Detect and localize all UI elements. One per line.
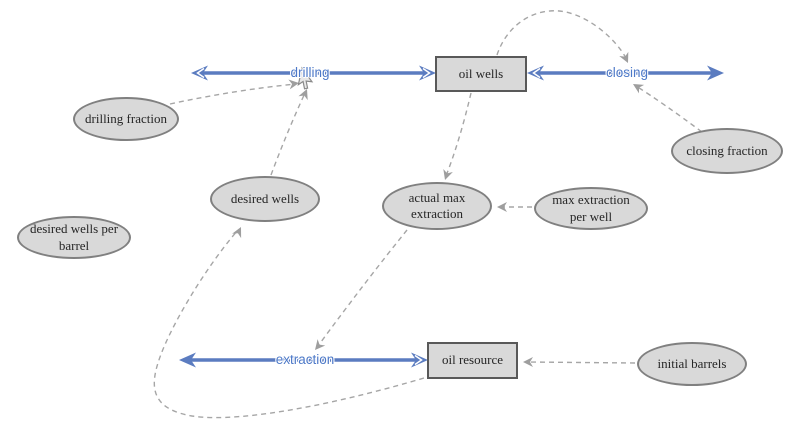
arrowhead-to-drilling-1 [288, 79, 299, 90]
aux-closing-fraction[interactable]: closing fraction [671, 128, 783, 174]
connector-closing-fraction-to-closing[interactable] [635, 85, 703, 133]
connector-oil-wells-to-actual-max-extraction[interactable] [445, 92, 472, 177]
aux-actual-max-extraction-label: actual max extraction [408, 189, 466, 221]
aux-desired-wells[interactable]: desired wells [210, 176, 320, 222]
aux-max-extraction-per-well[interactable]: max extraction per well [534, 187, 648, 230]
aux-desired-wells-per-barrel-label: desired wells per barrel [29, 221, 119, 253]
flow-extraction-left-arrowhead [179, 352, 196, 368]
stock-oil-resource[interactable]: oil resource [427, 342, 518, 379]
aux-desired-wells-label: desired wells [230, 190, 300, 206]
stock-oil-resource-label: oil resource [441, 352, 503, 368]
aux-max-extraction-per-well-label: max extraction per well [552, 192, 630, 224]
flow-extraction-label[interactable]: extraction [275, 352, 335, 367]
flow-drilling-left-notch [196, 67, 205, 79]
arrowhead-to-desired-wells [232, 227, 242, 239]
flow-closing-label[interactable]: closing [605, 65, 649, 80]
connector-oil-resource-to-desired-wells[interactable] [153, 229, 425, 419]
flow-closing[interactable] [527, 65, 724, 81]
aux-closing-fraction-label: closing fraction [686, 142, 768, 158]
arrowhead-to-closing-1 [619, 51, 629, 63]
flow-closing-right-arrowhead [707, 65, 724, 81]
stock-oil-wells-label: oil wells [458, 65, 504, 81]
arrowhead-to-extraction [315, 339, 326, 350]
aux-desired-wells-per-barrel[interactable]: desired wells per barrel [17, 216, 131, 259]
flow-drilling[interactable] [191, 65, 436, 81]
flow-drilling-right-notch [422, 67, 431, 79]
arrowhead-to-actual-max-extraction-1 [443, 168, 453, 180]
flow-extraction[interactable] [179, 352, 428, 368]
arrowhead-to-closing-2 [633, 84, 645, 94]
aux-initial-barrels[interactable]: initial barrels [637, 342, 747, 386]
stock-oil-wells[interactable]: oil wells [435, 56, 527, 92]
arrowhead-to-oil-resource [523, 357, 533, 367]
connector-initial-barrels-to-oil-resource[interactable] [525, 361, 636, 364]
aux-drilling-fraction-label: drilling fraction [85, 110, 167, 126]
mouse-cursor [297, 66, 314, 90]
flow-closing-left-notch [532, 67, 541, 79]
arrowhead-to-actual-max-extraction-2 [497, 202, 507, 212]
connector-drilling-fraction-to-drilling[interactable] [169, 83, 297, 105]
connector-actual-max-extraction-to-extraction[interactable] [317, 229, 408, 347]
aux-drilling-fraction[interactable]: drilling fraction [73, 97, 179, 141]
flow-extraction-right-notch [414, 354, 423, 366]
aux-actual-max-extraction[interactable]: actual max extraction [382, 182, 492, 230]
aux-initial-barrels-label: initial barrels [657, 355, 727, 371]
flow-drilling-label[interactable]: drilling [290, 65, 330, 80]
connector-desired-wells-to-drilling[interactable] [270, 92, 306, 176]
arrowhead-to-drilling-2 [298, 89, 308, 101]
connector-oil-wells-to-closing[interactable] [496, 10, 627, 59]
